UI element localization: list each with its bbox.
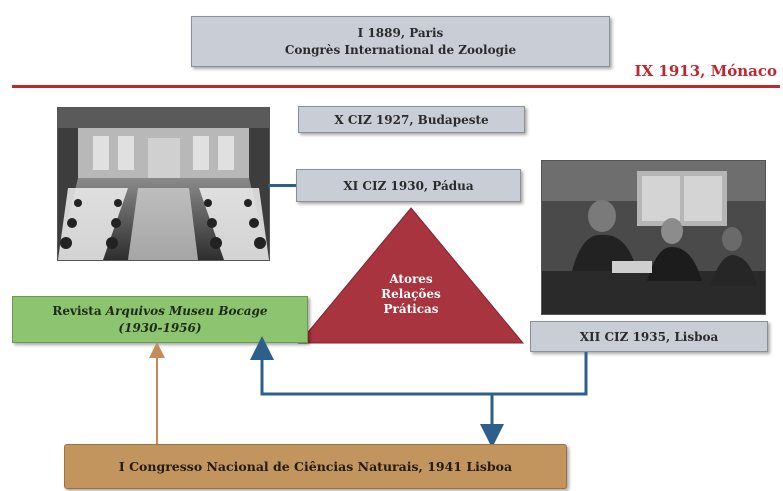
triangle-text: Atores Relações Práticas: [361, 272, 461, 317]
red-divider-line: [12, 85, 780, 88]
connector-photo-to-1930: [268, 184, 296, 187]
journal-years: (1930-1956): [118, 320, 202, 335]
congress-1930-padua-box: XI CIZ 1930, Pádua: [296, 169, 521, 202]
congress-1889-paris-box: I 1889, Paris Congrès International de Z…: [191, 16, 610, 67]
congress-1935-label: XII CIZ 1935, Lisboa: [579, 329, 719, 344]
congress-1930-label: XI CIZ 1930, Pádua: [343, 178, 474, 193]
national-congress-label: I Congresso Nacional de Ciências Naturai…: [118, 459, 513, 474]
congress-1889-line1: I 1889, Paris: [357, 25, 444, 40]
congress-1889-line2: Congrès International de Zoologie: [284, 42, 517, 57]
triangle-line-actors: Atores: [389, 272, 433, 286]
banquet-hall-photo-icon: [58, 108, 269, 260]
conference-people-photo-icon: [542, 161, 765, 314]
journal-title: Arquivos Museu Bocage: [105, 303, 268, 318]
conference-people-photo: [541, 160, 766, 315]
congress-1935-lisboa-box: XII CIZ 1935, Lisboa: [530, 321, 768, 352]
journal-prefix: Revista: [52, 303, 106, 318]
congress-1927-label: X CIZ 1927, Budapeste: [334, 112, 489, 127]
banquet-hall-photo: [57, 107, 270, 261]
triangle-line-relations: Relações: [381, 287, 441, 301]
actors-relations-practices-triangle: [297, 207, 525, 344]
connector-1935-to-journal: [250, 336, 588, 396]
journal-title-line: Revista Arquivos Museu Bocage: [52, 303, 267, 320]
congress-1927-budapeste-box: X CIZ 1927, Budapeste: [298, 106, 525, 133]
triangle-line-practices: Práticas: [383, 302, 439, 316]
national-congress-1941-box: I Congresso Nacional de Ciências Naturai…: [64, 444, 567, 489]
congress-1913-monaco-label: IX 1913, Mónaco: [634, 62, 777, 80]
